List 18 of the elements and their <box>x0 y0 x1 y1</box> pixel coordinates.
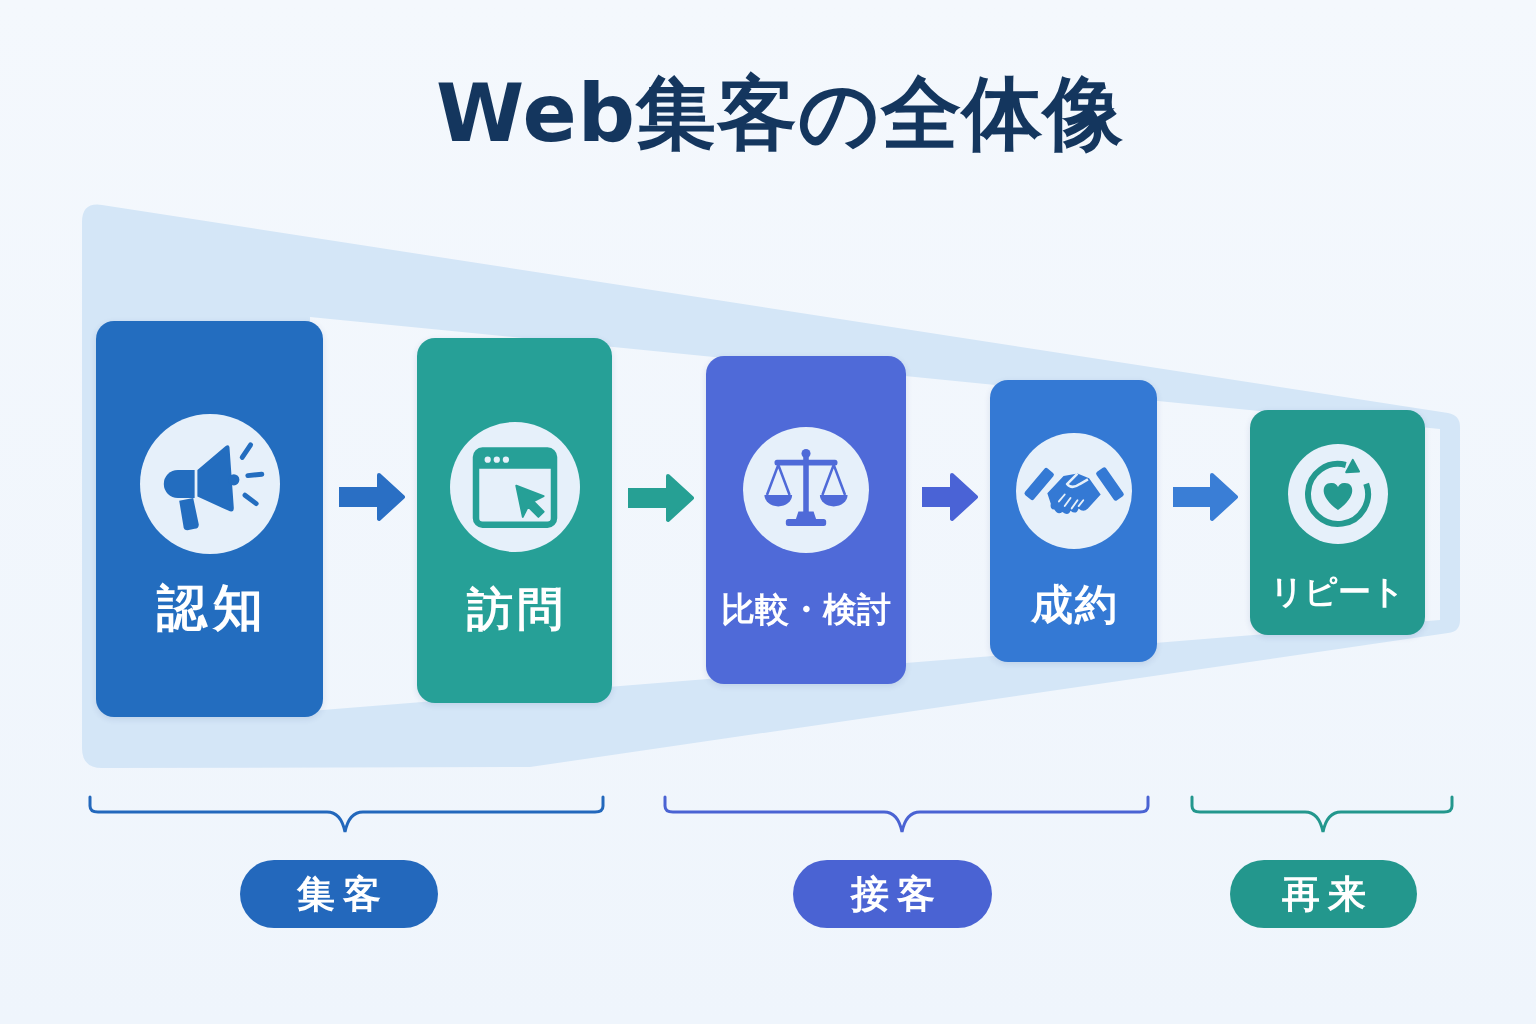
stage-label: 比較・検討 <box>721 588 891 630</box>
stage-card <box>1250 410 1425 635</box>
stage-label: 成約 <box>1029 579 1119 631</box>
stage-card <box>990 380 1157 662</box>
stage-card <box>417 338 612 703</box>
stage-card <box>706 356 906 684</box>
flow-arrow <box>1173 473 1238 521</box>
diagram-title: Web集客の全体像 <box>436 68 1124 160</box>
stage-label: リピート <box>1270 572 1405 612</box>
stage-card <box>96 321 323 717</box>
stage-label: 認知 <box>155 578 269 638</box>
phase-pill: 接客 <box>793 860 992 928</box>
flow-arrow <box>922 473 978 521</box>
flow-arrow <box>628 474 694 522</box>
stage-label: 訪問 <box>465 582 567 638</box>
phase-pill: 再来 <box>1230 860 1417 928</box>
flow-arrow <box>339 473 405 521</box>
phase-pill: 集客 <box>240 860 438 928</box>
